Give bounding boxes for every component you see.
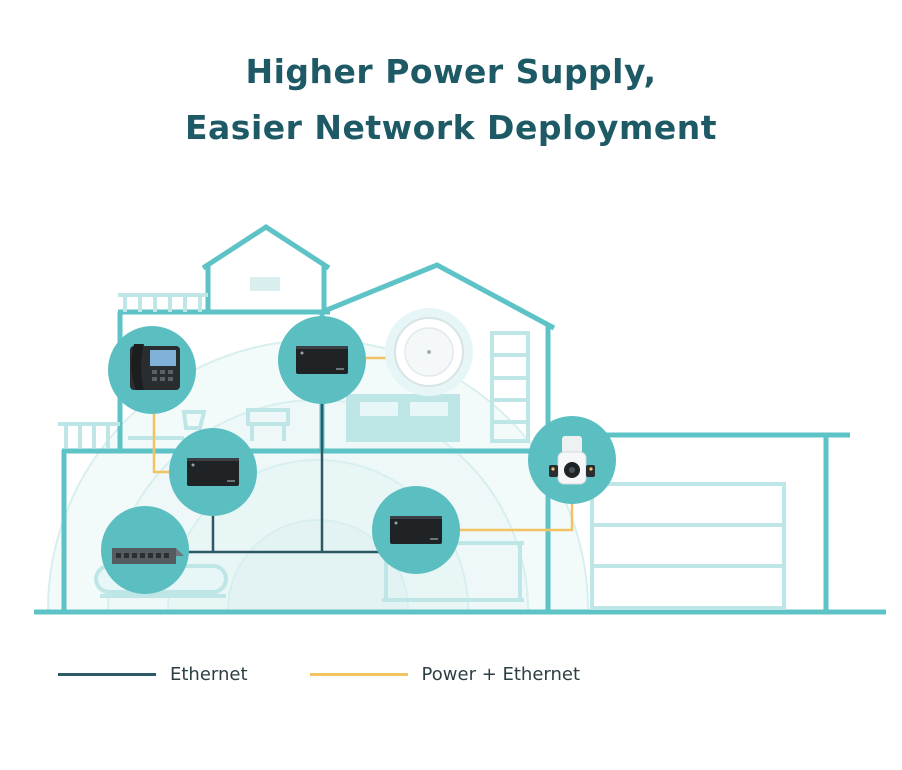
title-line-1: Higher Power Supply, [245,52,657,91]
legend-ethernet-label: Ethernet [170,664,248,685]
device-ip-phone [108,326,196,414]
device-switch-middle [169,428,257,516]
title-line-2: Easier Network Deployment [185,108,717,147]
device-switch-lower [372,486,460,574]
poe-switch-icon [187,458,239,486]
device-ip-camera [528,416,616,504]
desktop-switch-icon [112,548,184,564]
desk-phone-icon [130,344,180,390]
power-ethernet-line-swatch [309,673,408,676]
ethernet-cables [148,400,400,554]
poe-switch-icon [390,516,442,544]
ethernet-line-swatch [58,673,156,676]
legend: Ethernet Power + Ethernet [58,664,642,685]
device-desktop-switch [101,506,189,594]
legend-power-ethernet-label: Power + Ethernet [421,664,581,685]
legend-power-ethernet: Power + Ethernet [309,664,581,685]
security-camera-icon [549,436,595,485]
interior-details [58,277,786,610]
device-access-point [385,308,473,396]
poe-switch-icon [296,346,348,374]
legend-ethernet: Ethernet [58,664,248,685]
ceiling-access-point-icon [394,317,464,387]
page-title: Higher Power Supply, Easier Network Depl… [0,44,902,156]
device-switch-upper [278,316,366,404]
